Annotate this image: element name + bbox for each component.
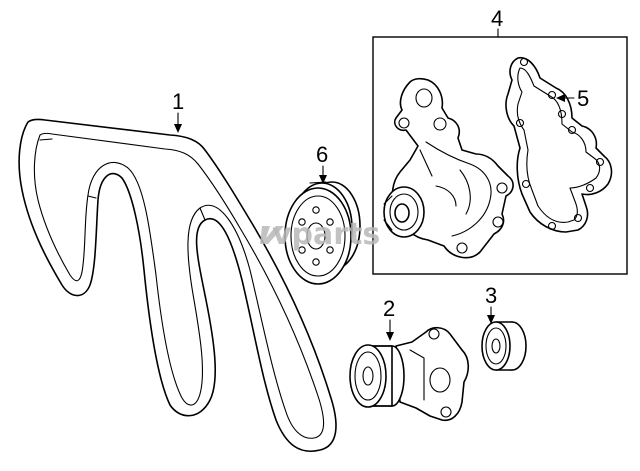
callout-idler-pulley: 3 [485, 283, 497, 324]
callout-number-4: 4 [491, 6, 503, 31]
callout-number-2: 2 [383, 296, 395, 321]
water-pump [383, 77, 514, 259]
serpentine-belt [18, 118, 337, 452]
callout-number-6: 6 [316, 142, 328, 167]
vparts-logo-mark [260, 226, 284, 244]
callout-number-5: 5 [577, 86, 589, 111]
watermark-text: vparts [272, 217, 380, 252]
callout-water-pump-pulley: 6 [316, 142, 328, 184]
water-pump-group-box [372, 36, 628, 275]
idler-pulley [481, 321, 527, 371]
callout-water-pump: 4 [491, 6, 503, 38]
vparts-watermark: vparts [260, 217, 380, 252]
callout-number-1: 1 [172, 89, 184, 114]
callout-gasket: 5 [556, 86, 589, 111]
belt-tensioner [349, 326, 470, 422]
callout-number-3: 3 [485, 283, 497, 308]
water-pump-gasket [505, 56, 613, 233]
water-pump-pulley [284, 181, 361, 285]
callout-tensioner: 2 [383, 296, 395, 341]
callout-belt: 1 [172, 89, 184, 133]
